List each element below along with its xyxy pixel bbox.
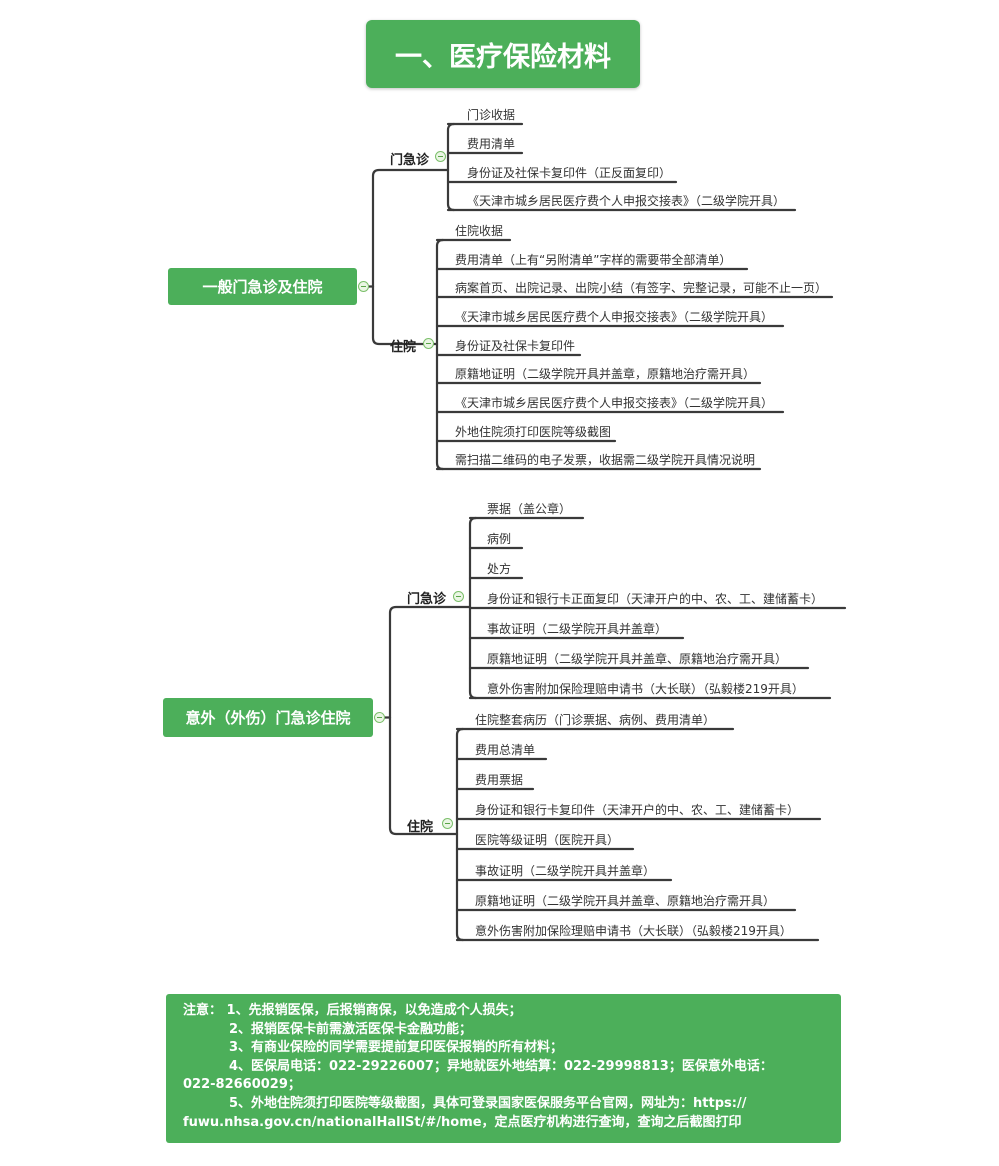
branch-label[interactable]: 门急诊 (407, 592, 447, 607)
collapse-toggle-icon[interactable] (358, 281, 369, 292)
page-title: 一、医疗保险材料 (366, 20, 640, 88)
list-item[interactable]: 身份证及社保卡复印件 (455, 339, 576, 353)
list-item[interactable]: 病例 (487, 532, 512, 546)
branch-label[interactable]: 住院 (407, 820, 434, 835)
list-item[interactable]: 身份证及社保卡复印件（正反面复印） (467, 166, 672, 180)
note-line: 3、有商业保险的同学需要提前复印医保报销的所有材料； (229, 1040, 564, 1056)
bracket-line (468, 516, 478, 609)
list-item[interactable]: 事故证明（二级学院开具并盖章） (475, 864, 656, 878)
list-item[interactable]: 身份证和银行卡复印件（天津开户的中、农、工、建储蓄卡） (475, 803, 800, 817)
trunk-line (388, 605, 472, 719)
list-item[interactable]: 门诊收据 (467, 108, 516, 122)
note-line: 2、报销医保卡前需激活医保卡金融功能； (229, 1021, 473, 1037)
list-item[interactable]: 费用票据 (475, 773, 524, 787)
list-item[interactable]: 《天津市城乡居民医疗费个人申报交接表》（二级学院开具） (455, 310, 774, 324)
list-item[interactable]: 病案首页、出院记录、出院小结（有签字、完整记录，可能不止一页） (455, 281, 828, 295)
trunk-line (371, 168, 450, 288)
list-item[interactable]: 费用清单 (467, 137, 516, 151)
list-item[interactable]: 处方 (487, 562, 512, 576)
list-item[interactable]: 身份证和银行卡正面复印（天津开户的中、农、工、建储蓄卡） (487, 592, 824, 606)
list-item[interactable]: 住院整套病历（门诊票据、病例、费用清单） (475, 713, 716, 727)
list-item[interactable]: 需扫描二维码的电子发票，收据需二级学院开具情况说明 (455, 453, 756, 467)
bracket-line (446, 122, 456, 172)
list-item[interactable]: 事故证明（二级学院开具并盖章） (487, 622, 668, 636)
trunk-line (388, 716, 459, 836)
bracket-line (468, 605, 478, 700)
list-item[interactable]: 原籍地证明（二级学院开具并盖章、原籍地治疗需开具） (475, 894, 776, 908)
root-node[interactable]: 意外（外伤）门急诊住院 (163, 698, 373, 737)
collapse-toggle-icon[interactable] (435, 151, 446, 162)
collapse-toggle-icon[interactable] (442, 818, 453, 829)
branch-label[interactable]: 住院 (390, 340, 417, 355)
bracket-line (446, 168, 456, 212)
list-item[interactable]: 外地住院须打印医院等级截图 (455, 425, 612, 439)
list-item[interactable]: 原籍地证明（二级学院开具并盖章、原籍地治疗需开具） (487, 652, 788, 666)
collapse-toggle-icon[interactable] (374, 712, 385, 723)
note-line: 4、医保局电话：022-29226007；异地就医外地结算：022-299988… (229, 1058, 773, 1074)
list-item[interactable]: 费用清单（上有“另附清单”字样的需要带全部清单） (455, 253, 732, 267)
note-line: 注意： 1、先报销医保，后报销商保，以免造成个人损失； (183, 1003, 522, 1018)
note-line: 5、外地住院须打印医院等级截图，具体可登录国家医保服务平台官网，网址为：http… (229, 1095, 747, 1111)
list-item[interactable]: 票据（盖公章） (487, 502, 572, 516)
list-item[interactable]: 意外伤害附加保险理赔申请书（大长联）（弘毅楼219开具） (475, 924, 792, 938)
note-line: fuwu.nhsa.gov.cn/nationalHallSt/#/home，定… (183, 1114, 742, 1130)
note-line: 022-82660029； (183, 1077, 301, 1093)
list-item[interactable]: 原籍地证明（二级学院开具并盖章，原籍地治疗需开具） (455, 367, 756, 381)
collapse-toggle-icon[interactable] (453, 591, 464, 602)
list-item[interactable]: 意外伤害附加保险理赔申请书（大长联）（弘毅楼219开具） (487, 682, 804, 696)
bracket-line (435, 342, 445, 471)
collapse-toggle-icon[interactable] (423, 338, 434, 349)
list-item[interactable]: 医院等级证明（医院开具） (475, 833, 620, 847)
notes-box: 注意： 1、先报销医保，后报销商保，以免造成个人损失； 2、报销医保卡前需激活医… (166, 994, 841, 1143)
branch-label[interactable]: 门急诊 (390, 153, 430, 168)
list-item[interactable]: 费用总清单 (475, 743, 536, 757)
root-node[interactable]: 一般门急诊及住院 (168, 268, 357, 305)
list-item[interactable]: 《天津市城乡居民医疗费个人申报交接表》（二级学院开具） (455, 396, 774, 410)
bracket-line (435, 238, 445, 346)
list-item[interactable]: 住院收据 (455, 224, 504, 238)
list-item[interactable]: 《天津市城乡居民医疗费个人申报交接表》（二级学院开具） (467, 194, 786, 208)
trunk-line (371, 285, 439, 346)
